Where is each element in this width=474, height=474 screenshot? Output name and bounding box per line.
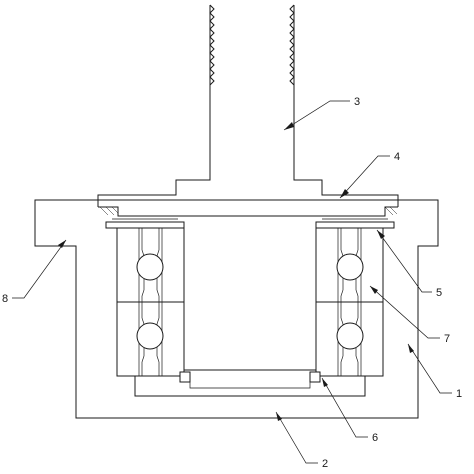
label-3: 3 bbox=[354, 96, 360, 108]
leader-3 bbox=[283, 100, 350, 131]
label-2: 2 bbox=[322, 458, 328, 470]
label-1: 1 bbox=[456, 388, 462, 400]
label-5: 5 bbox=[436, 287, 442, 299]
leader-1 bbox=[407, 343, 452, 394]
shaft-thread-left bbox=[209, 4, 215, 86]
cover-step bbox=[98, 206, 398, 217]
label-4: 4 bbox=[394, 151, 400, 163]
leader-4 bbox=[339, 155, 390, 199]
bearing-column-left bbox=[116, 227, 185, 377]
leader-8 bbox=[12, 239, 67, 299]
cover-hatch-left bbox=[99, 206, 119, 216]
leader-7 bbox=[369, 285, 440, 339]
leader-2 bbox=[275, 411, 318, 464]
retainer-block-right bbox=[309, 371, 321, 383]
base-cup bbox=[134, 376, 366, 397]
seal-plate-left bbox=[105, 221, 185, 229]
retainer-block-left bbox=[179, 371, 191, 383]
leader-5 bbox=[376, 229, 432, 293]
label-7: 7 bbox=[444, 333, 450, 345]
inner-sleeve bbox=[183, 228, 317, 371]
leader-lines bbox=[12, 100, 452, 464]
shaft-thread-right bbox=[289, 4, 295, 86]
cover-hatch-right bbox=[384, 206, 398, 216]
label-6: 6 bbox=[372, 432, 378, 444]
seal-plate-right bbox=[315, 221, 395, 229]
leader-6 bbox=[321, 377, 368, 438]
label-8: 8 bbox=[2, 293, 8, 305]
shaft-body bbox=[97, 5, 399, 207]
bearing-column-right bbox=[315, 227, 384, 377]
base-cup-inner bbox=[189, 376, 311, 389]
outer-housing bbox=[34, 199, 439, 419]
